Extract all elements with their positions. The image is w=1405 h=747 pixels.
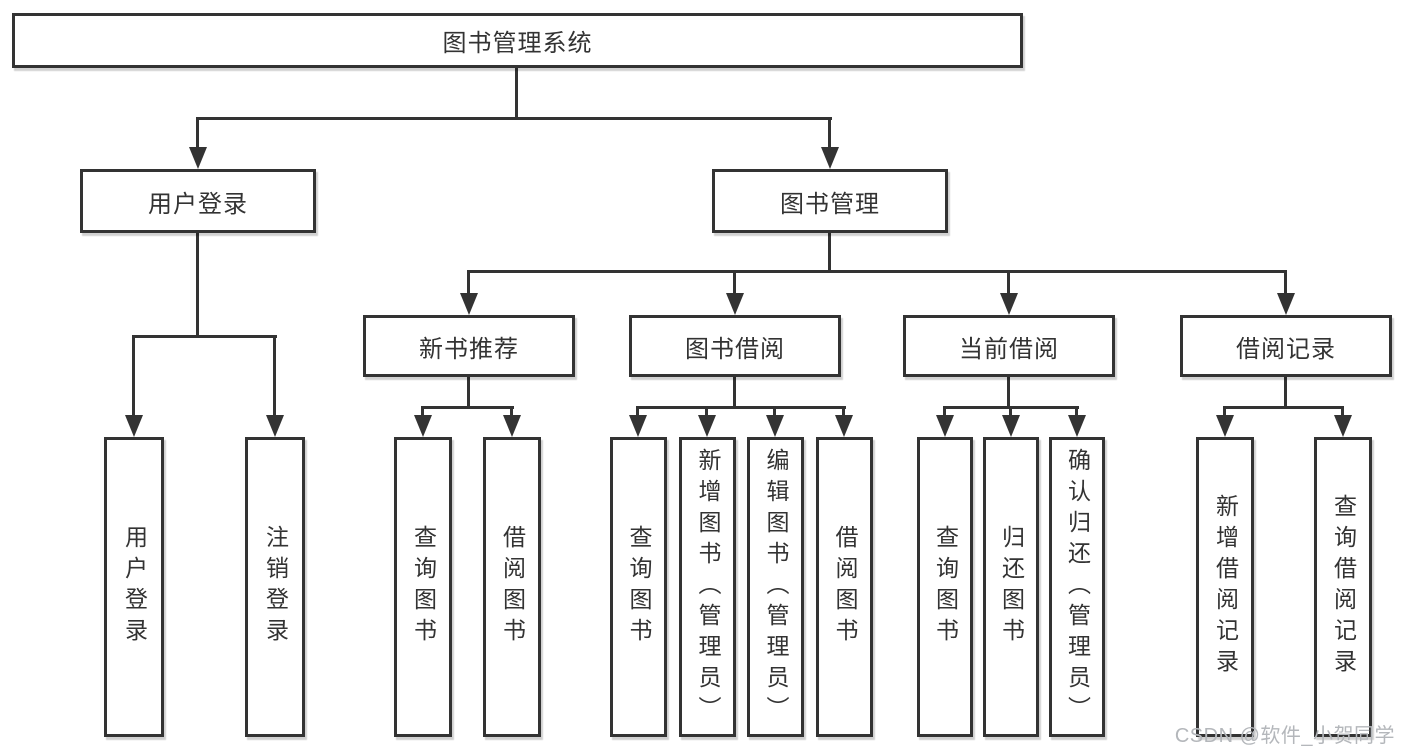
connector-arrow-shaft-book-mgmt (828, 117, 831, 149)
leaf-edit-book-admin: 编辑图书（管理员） (747, 437, 804, 737)
connector-user-login-trunk (196, 233, 199, 337)
arrow-down-icon (1277, 293, 1295, 315)
arrow-down-icon (1002, 415, 1020, 437)
leaf-user-login: 用户登录 (104, 437, 164, 737)
connector-borrow-record-hline (1223, 406, 1343, 409)
connector-arrow-shaft (510, 406, 513, 418)
connector-book-borrow-hline (636, 406, 846, 409)
connector-arrow-shaft (636, 406, 639, 418)
connector-new-book-trunk (467, 377, 470, 408)
connector-arrow-shaft (1075, 406, 1078, 418)
leaf-add-book-admin: 新增图书（管理员） (679, 437, 736, 737)
arrow-down-icon (1068, 415, 1086, 437)
arrow-down-icon (936, 415, 954, 437)
arrow-down-icon (266, 415, 284, 437)
watermark: CSDN @软件_小贺同学 (1174, 725, 1395, 747)
arrow-down-icon (766, 415, 784, 437)
leaf-query-book-3: 查询图书 (917, 437, 973, 737)
node-user-login: 用户登录 (80, 169, 316, 233)
leaf-add-borrow-record: 新增借阅记录 (1196, 437, 1254, 737)
node-borrow-record: 借阅记录 (1180, 315, 1392, 377)
connector-level2-hline (196, 117, 832, 120)
connector-new-book-hline (421, 406, 514, 409)
connector-arrow-shaft (1009, 406, 1012, 418)
connector-arrow-shaft (421, 406, 424, 418)
leaf-query-borrow-record: 查询借阅记录 (1314, 437, 1372, 737)
arrow-down-icon (1216, 415, 1234, 437)
node-root-system: 图书管理系统 (12, 13, 1023, 68)
connector-arrow-shaft (705, 406, 708, 418)
arrow-down-icon (726, 293, 744, 315)
arrow-down-icon (835, 415, 853, 437)
connector-book-mgmt-trunk (828, 233, 831, 272)
connector-arrow-shaft (943, 406, 946, 418)
connector-arrow-shaft-leaf-login (132, 335, 135, 419)
connector-arrow-shaft (1341, 406, 1344, 418)
arrow-down-icon (698, 415, 716, 437)
connector-arrow-shaft-user-login (196, 117, 199, 149)
arrow-down-icon (1334, 415, 1352, 437)
connector-arrow-shaft-borrow-record (1284, 270, 1287, 296)
arrow-down-icon (1000, 293, 1018, 315)
leaf-confirm-return-admin: 确认归还（管理员） (1049, 437, 1105, 737)
arrow-down-icon (414, 415, 432, 437)
connector-arrow-shaft-book-borrow (733, 270, 736, 296)
leaf-return-book: 归还图书 (983, 437, 1039, 737)
arrow-down-icon (629, 415, 647, 437)
arrow-down-icon (189, 147, 207, 169)
leaf-borrow-book-2: 借阅图书 (816, 437, 873, 737)
leaf-query-book-2: 查询图书 (610, 437, 667, 737)
connector-borrow-record-trunk (1284, 377, 1287, 408)
connector-level3-hline (467, 270, 1287, 273)
connector-arrow-shaft (773, 406, 776, 418)
leaf-logout: 注销登录 (245, 437, 305, 737)
leaf-borrow-book-1: 借阅图书 (483, 437, 541, 737)
arrow-down-icon (125, 415, 143, 437)
arrow-down-icon (503, 415, 521, 437)
node-book-management: 图书管理 (712, 169, 948, 233)
connector-arrow-shaft (1223, 406, 1226, 418)
node-current-borrow: 当前借阅 (903, 315, 1115, 377)
connector-user-login-hline (132, 335, 277, 338)
node-new-book-recommend: 新书推荐 (363, 315, 575, 377)
connector-root-trunk (515, 68, 518, 118)
connector-arrow-shaft-leaf-logout (273, 335, 276, 419)
connector-arrow-shaft (842, 406, 845, 418)
arrow-down-icon (460, 293, 478, 315)
connector-arrow-shaft-new-book (467, 270, 470, 296)
connector-current-borrow-trunk (1007, 377, 1010, 408)
arrow-down-icon (821, 147, 839, 169)
connector-arrow-shaft-current-borrow (1007, 270, 1010, 296)
connector-book-borrow-trunk (733, 377, 736, 408)
node-book-borrow: 图书借阅 (629, 315, 841, 377)
leaf-query-book-1: 查询图书 (394, 437, 452, 737)
